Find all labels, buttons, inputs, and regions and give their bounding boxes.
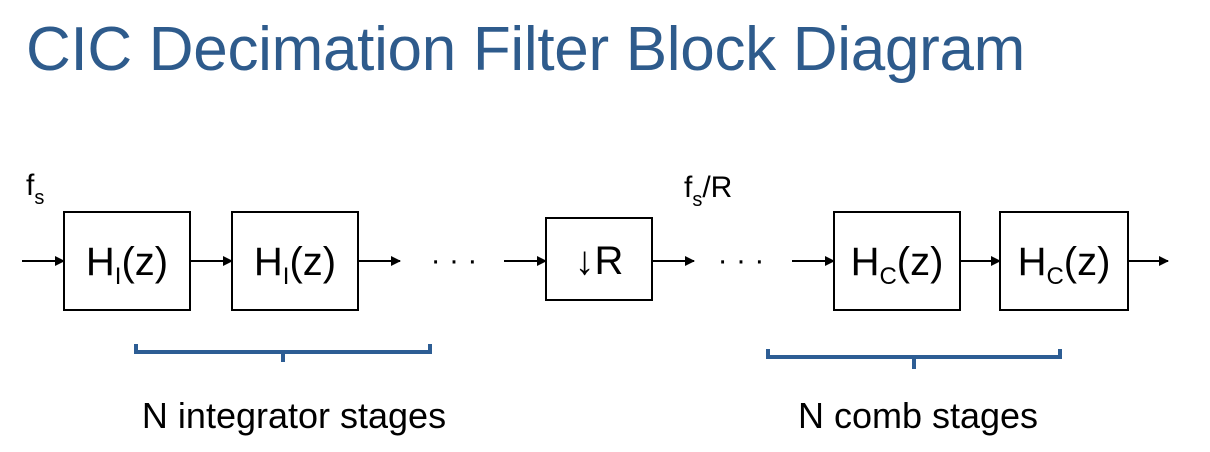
integrator-block-1-label: HI(z)	[86, 240, 168, 290]
integrator-block-2-label: HI(z)	[254, 240, 336, 290]
comb-block-1-label: HC(z)	[851, 240, 944, 290]
comb-stages-label: N comb stages	[798, 395, 1038, 436]
comb-block-1	[833, 211, 961, 311]
downsample-block	[545, 217, 653, 301]
integrator-block-2	[231, 211, 359, 311]
page-title: CIC Decimation Filter Block Diagram	[26, 15, 1025, 84]
integrator-ellipsis: · · ·	[431, 244, 478, 277]
input-rate-label: fs	[26, 169, 44, 209]
comb-bracket	[766, 349, 1062, 369]
integrator-stages-label: N integrator stages	[142, 395, 446, 436]
integrator-block-1	[63, 211, 191, 311]
comb-ellipsis: · · ·	[718, 244, 765, 277]
integrator-bracket	[134, 344, 432, 362]
comb-block-2-label: HC(z)	[1018, 240, 1111, 290]
downsample-block-label: ↓R	[575, 239, 624, 283]
comb-block-2	[999, 211, 1129, 311]
output-rate-label: fs/R	[684, 171, 732, 211]
